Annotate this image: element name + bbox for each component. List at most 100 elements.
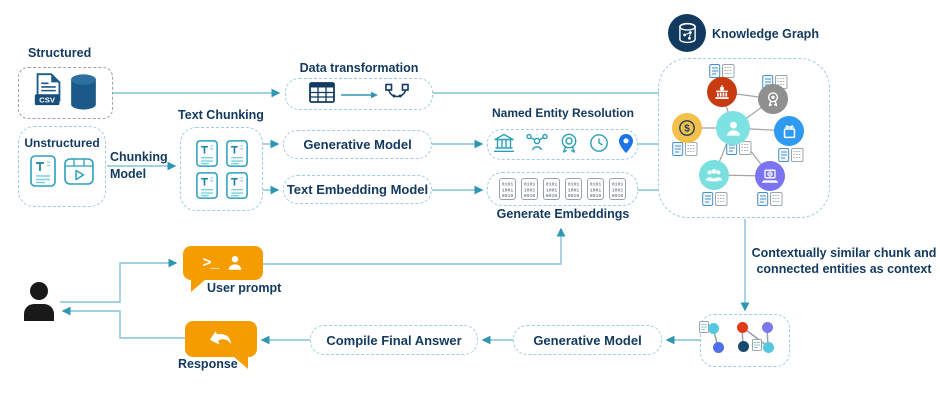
knowledge-graph-box <box>658 58 830 218</box>
generative-model-label: Generative Model <box>303 137 412 152</box>
data-transformation-box <box>285 78 433 110</box>
reply-arrow-icon <box>209 330 232 345</box>
unstructured-box: Unstructured <box>18 126 106 207</box>
response-label: Response <box>178 357 238 371</box>
video-icon <box>64 157 94 188</box>
dollar-icon: $ <box>679 120 695 136</box>
subgraph-node <box>712 341 724 353</box>
named-entity-resolution-box <box>487 129 638 160</box>
bag-icon <box>783 125 795 139</box>
svg-text:1001: 1001 <box>612 187 624 193</box>
bank-icon <box>492 133 516 156</box>
text-embedding-model-label: Text Embedding Model <box>286 182 429 197</box>
clock-icon <box>589 133 609 156</box>
compile-final-answer-label: Compile Final Answer <box>326 332 462 348</box>
svg-text:1001: 1001 <box>502 187 514 193</box>
retrieved-subgraph-box <box>700 314 790 367</box>
subgraph-node <box>762 341 774 353</box>
text-embedding-model-box: Text Embedding Model <box>283 175 432 204</box>
chunk-doc-pair-icon <box>709 64 735 78</box>
user-icon <box>228 256 241 270</box>
capitol-icon <box>715 84 729 99</box>
terminal-prompt-icon: >_ <box>202 254 219 272</box>
award-icon <box>767 92 779 107</box>
chunk-doc-pair-icon <box>778 148 804 162</box>
connector <box>61 306 185 339</box>
compile-final-answer-box: Compile Final Answer <box>310 325 478 355</box>
graph-database-icon <box>678 22 696 43</box>
database-icon <box>69 73 98 114</box>
svg-text:0010: 0010 <box>546 193 558 199</box>
svg-text:1001: 1001 <box>546 187 558 193</box>
svg-text:$: $ <box>684 124 690 135</box>
svg-text:0010: 0010 <box>568 193 580 199</box>
svg-text:1001: 1001 <box>524 187 536 193</box>
kg-node-money: $ <box>672 113 702 143</box>
knowledge-graph-badge <box>668 14 706 52</box>
generate-embeddings-label: Generate Embeddings <box>496 207 630 221</box>
chunk-document-icon <box>225 139 248 167</box>
laptop-globe-icon <box>761 169 779 183</box>
subgraph-node <box>707 322 719 334</box>
chunking-model-label: Chunking Model <box>110 150 168 181</box>
connector <box>60 258 178 303</box>
kg-node-people-group <box>699 160 729 190</box>
csv-file-icon: CSV <box>33 72 64 114</box>
svg-text:1001: 1001 <box>568 187 580 193</box>
unstructured-label: Unstructured <box>24 136 100 150</box>
svg-text:0010: 0010 <box>502 193 514 199</box>
subgraph-node <box>761 321 773 333</box>
kg-node-technology <box>755 161 785 191</box>
structured-label: Structured <box>28 46 92 60</box>
text-chunking-label: Text Chunking <box>178 108 264 122</box>
user-prompt-label: User prompt <box>207 281 282 295</box>
kg-node-organization <box>774 116 804 146</box>
svg-text:0010: 0010 <box>524 193 536 199</box>
named-entity-resolution-label: Named Entity Resolution <box>491 106 635 120</box>
svg-text:0101: 0101 <box>502 182 514 188</box>
generative-model-2-label: Generative Model <box>533 332 642 348</box>
svg-text:0101: 0101 <box>524 182 536 188</box>
data-transformation-label: Data transformation <box>299 61 419 75</box>
kg-node-person <box>716 111 750 145</box>
svg-text:CSV: CSV <box>39 96 56 105</box>
vector-transform-icon <box>385 83 409 106</box>
text-chunking-box <box>180 127 263 211</box>
group-icon <box>705 169 723 182</box>
generative-model-2-box: Generative Model <box>513 325 662 355</box>
generative-model-box: Generative Model <box>283 130 432 159</box>
transform-arrow-icon <box>341 87 379 102</box>
text-document-icon <box>30 155 56 190</box>
chunk-document-icon <box>225 171 248 199</box>
svg-text:0010: 0010 <box>612 193 624 199</box>
svg-text:1001: 1001 <box>590 187 602 193</box>
chunk-document-icon <box>195 171 218 199</box>
subgraph-node <box>737 340 749 352</box>
person-user-icon <box>24 282 54 321</box>
svg-text:0101: 0101 <box>568 182 580 188</box>
kg-node-award <box>758 84 788 114</box>
location-pin-icon <box>618 133 634 157</box>
svg-text:0010: 0010 <box>590 193 602 199</box>
chunk-doc-pair-icon <box>672 142 698 156</box>
context-note: Contextually similar chunk and connected… <box>751 246 937 277</box>
connector <box>263 227 566 265</box>
structured-box: CSV <box>18 67 113 119</box>
subgraph-node <box>736 321 748 333</box>
text-chunk-icons <box>195 139 248 199</box>
person-icon <box>726 121 740 136</box>
knowledge-graph-title: Knowledge Graph <box>712 27 819 41</box>
flow-connectors <box>60 88 750 345</box>
svg-text:0101: 0101 <box>546 182 558 188</box>
response-bubble <box>185 321 257 357</box>
chunk-doc-pair-icon <box>757 192 783 206</box>
